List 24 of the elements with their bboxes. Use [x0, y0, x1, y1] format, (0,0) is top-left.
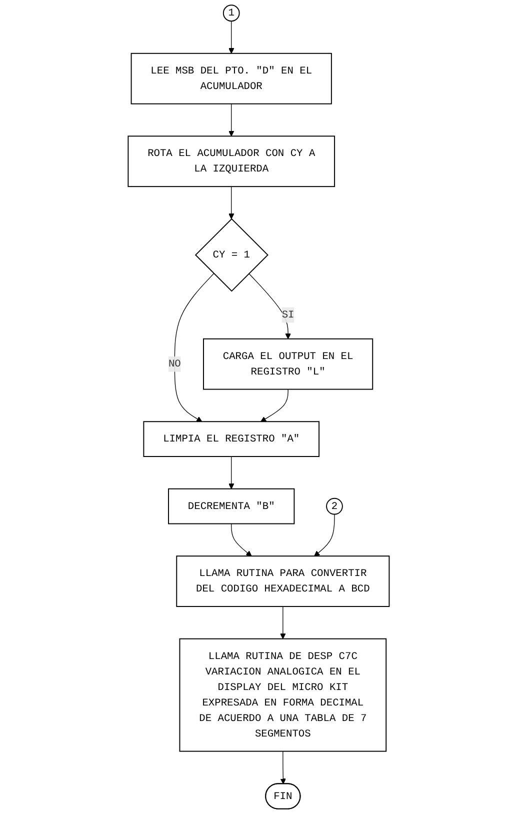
- arrow: [314, 514, 335, 556]
- arrow: [228, 104, 234, 136]
- edge-label: NO: [168, 358, 181, 370]
- edge-label: SI: [282, 309, 294, 321]
- arrow: [228, 186, 234, 220]
- node-box: [202, 338, 373, 390]
- node-box: [168, 488, 294, 524]
- arrow: [228, 20, 234, 54]
- node-box: [176, 556, 390, 607]
- arrow: [280, 750, 286, 784]
- node-box: [179, 638, 386, 752]
- arrow: [248, 273, 291, 340]
- arrow: [260, 388, 288, 422]
- node-diamond: [194, 218, 268, 292]
- arrow: [280, 606, 286, 640]
- node-circle: [222, 4, 240, 22]
- flowchart: SI NO 1 LEE MSB DEL PTO. "D" EN EL ACUMULADOR ROTA EL ACUMULADOR CON CY A LA IZQUIERDA CY = 1 CARGA EL OUTPUT EN EL REGISTRO "L" LIMPIA EL REGISTRO "A" DECREMENTA "B" 2 LLAMA RUTINA PARA CONVERTIR DEL CODIGO HEXADECIMAL A BCD LLAMA RUTINA DE DESP C7C VARIACION ANALOGICA EN EL DISPLAY DEL MICRO KIT EXPRESADA EN FORMA DECIMAL DE ACUERDO A UNA TABLA DE 7 SEGMENTOS FIN: [122, 0, 394, 814]
- arrow: [228, 456, 234, 490]
- node-circle: [326, 498, 343, 515]
- node-box: [130, 52, 332, 104]
- arrow: [230, 523, 252, 556]
- arrow: [174, 273, 214, 422]
- node-box: [128, 136, 335, 188]
- node-box: [143, 421, 320, 457]
